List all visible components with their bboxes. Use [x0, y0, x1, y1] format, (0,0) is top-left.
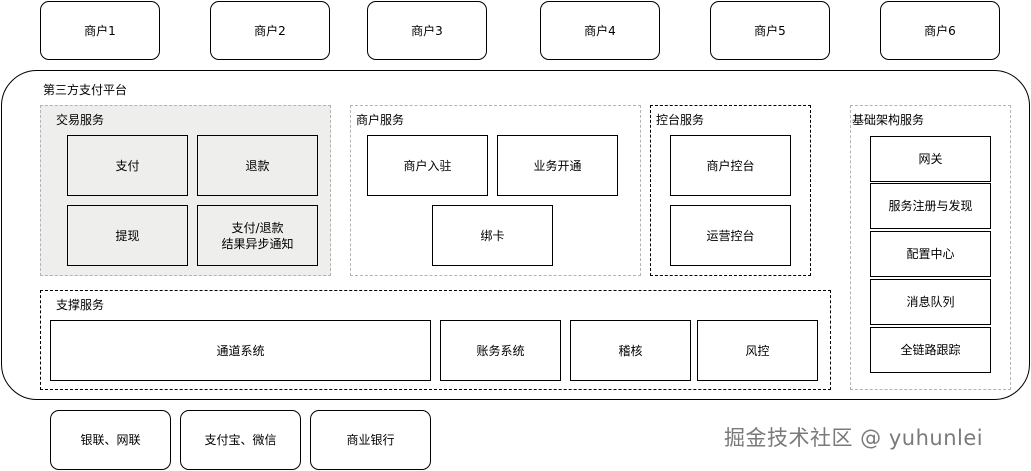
watermark: 掘金技术社区 @ yuhunlei: [724, 426, 984, 450]
channel-alipay-wechat: 支付宝、微信: [180, 410, 301, 470]
merchant-console-box: 商户控台: [670, 135, 791, 196]
merchant-service-group: [350, 105, 641, 276]
service-discovery-box: 服务注册与发现: [870, 183, 991, 229]
infra-service-group: [850, 105, 1011, 390]
accounting-system-box: 账务系统: [440, 320, 561, 381]
console-service-group: [650, 105, 811, 276]
refund-box: 退款: [197, 135, 318, 196]
support-service-group: [40, 290, 831, 390]
async-notify-box: 支付/退款 结果异步通知: [197, 205, 318, 266]
channel-unionpay: 银联、网联: [50, 410, 171, 470]
audit-box: 稽核: [570, 320, 691, 381]
merchant-4: 商户4: [540, 1, 660, 60]
channel-commercial-bank: 商业银行: [310, 410, 431, 470]
risk-control-box: 风控: [697, 320, 818, 381]
infra-service-title: 基础架构服务: [852, 113, 925, 127]
merchant-onboarding-box: 商户入驻: [367, 135, 488, 196]
message-queue-box: 消息队列: [870, 279, 991, 325]
merchant-3: 商户3: [367, 1, 487, 60]
support-service-title: 支撑服务: [56, 298, 105, 312]
merchant-6: 商户6: [880, 1, 1000, 60]
gateway-box: 网关: [870, 136, 991, 182]
pay-box: 支付: [67, 135, 188, 196]
tracing-box: 全链路跟踪: [870, 327, 991, 373]
operations-console-box: 运营控台: [670, 205, 791, 266]
merchant-2: 商户2: [210, 1, 330, 60]
merchant-1: 商户1: [40, 1, 160, 60]
merchant-5: 商户5: [710, 1, 830, 60]
withdraw-box: 提现: [67, 205, 188, 266]
business-activation-box: 业务开通: [497, 135, 618, 196]
platform-title: 第三方支付平台: [43, 83, 128, 97]
channel-system-box: 通道系统: [50, 320, 431, 381]
trade-service-title: 交易服务: [56, 113, 105, 127]
merchant-service-title: 商户服务: [356, 113, 405, 127]
config-center-box: 配置中心: [870, 231, 991, 277]
bind-card-box: 绑卡: [432, 205, 553, 266]
console-service-title: 控台服务: [656, 113, 705, 127]
